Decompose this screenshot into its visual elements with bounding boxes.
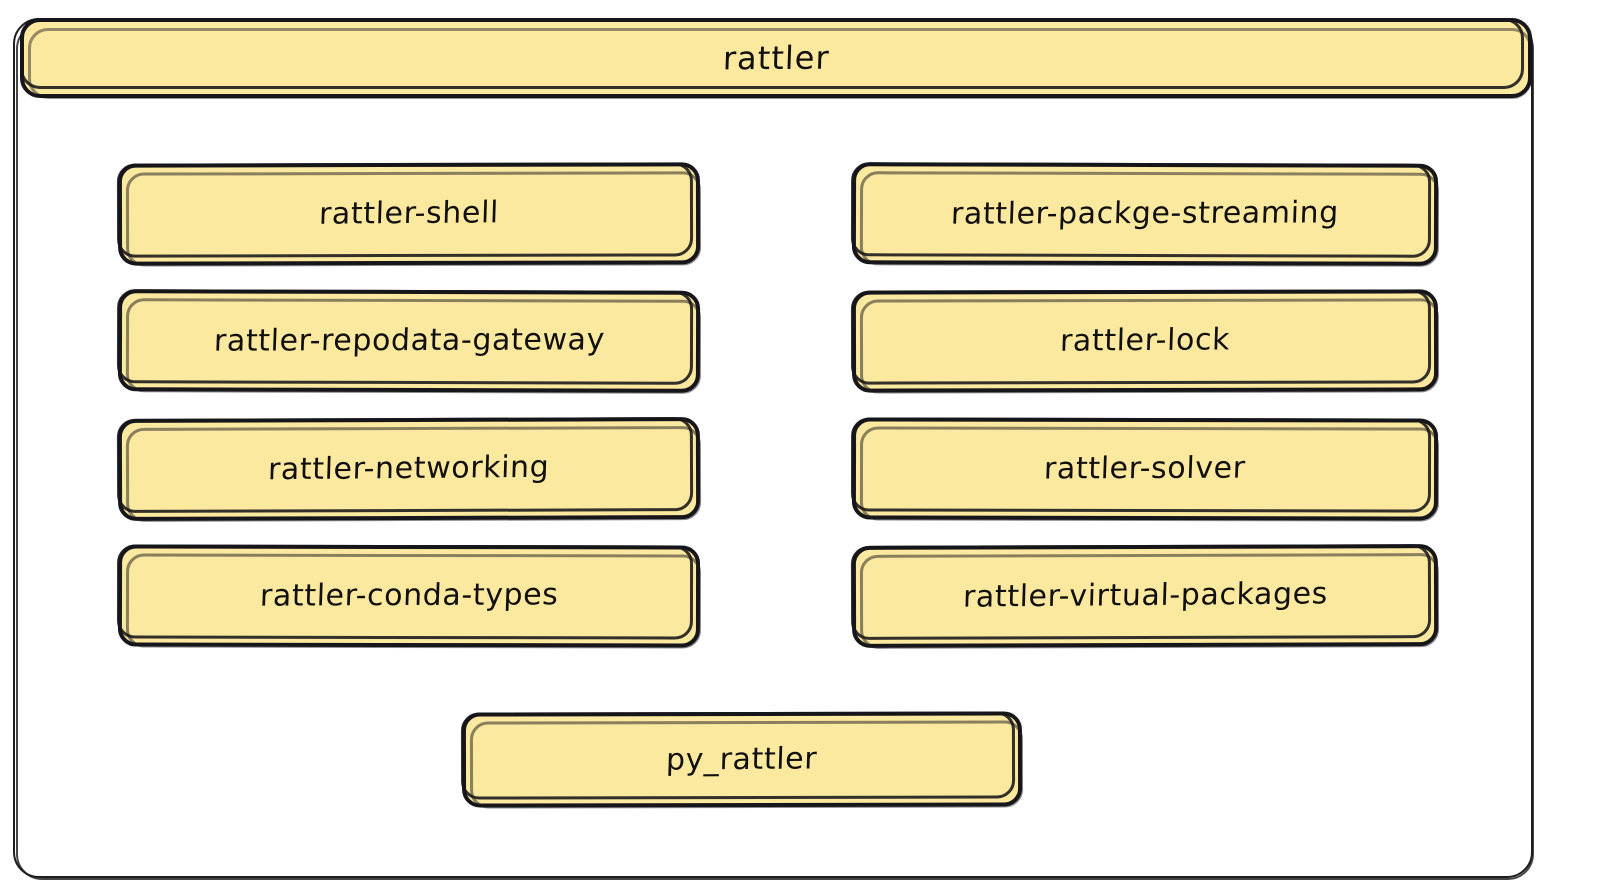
node-label: rattler-networking: [267, 449, 551, 488]
node-label: rattler-conda-types: [259, 577, 559, 614]
node-label: rattler-shell: [318, 195, 500, 232]
node-label: rattler-lock: [1059, 322, 1231, 359]
node-label: rattler-repodata-gateway: [212, 322, 606, 359]
node-rattler-lock[interactable]: rattler-lock: [851, 289, 1439, 393]
node-label: rattler-solver: [1043, 450, 1247, 487]
node-rattler-repodata-gateway[interactable]: rattler-repodata-gateway: [117, 289, 701, 393]
node-rattler-solver[interactable]: rattler-solver: [851, 417, 1439, 521]
node-rattler-shell[interactable]: rattler-shell: [117, 162, 701, 266]
node-py-rattler[interactable]: py_rattler: [461, 711, 1023, 808]
node-rattler-networking[interactable]: rattler-networking: [117, 417, 701, 521]
page-title: rattler: [722, 38, 830, 78]
node-rattler-virtual-packages[interactable]: rattler-virtual-packages: [851, 544, 1439, 648]
node-label: rattler-virtual-packages: [962, 576, 1329, 615]
node-rattler-packge-streaming[interactable]: rattler-packge-streaming: [851, 162, 1439, 266]
node-rattler-conda-types[interactable]: rattler-conda-types: [117, 544, 701, 648]
node-label: py_rattler: [665, 740, 819, 778]
diagram-title-box[interactable]: rattler: [20, 18, 1532, 99]
node-label: rattler-packge-streaming: [950, 195, 1340, 232]
